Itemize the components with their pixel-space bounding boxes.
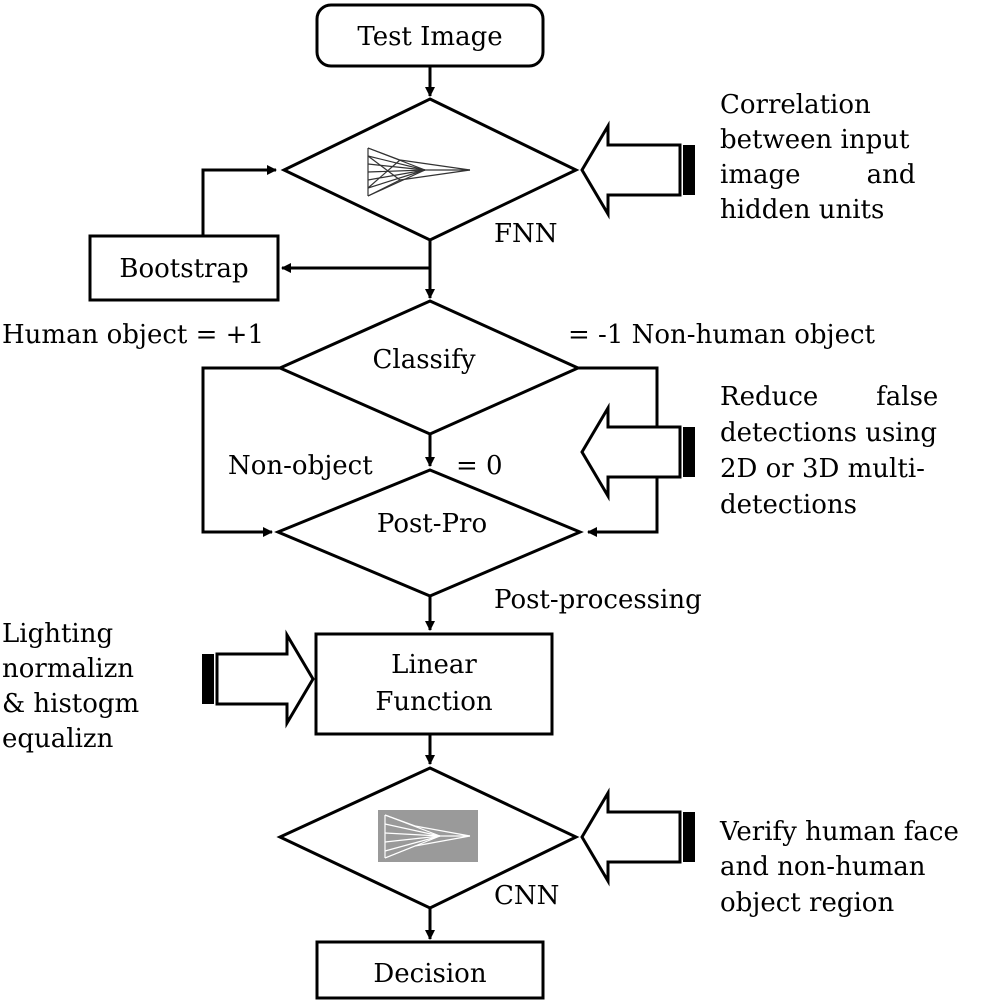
svg-text:hidden units: hidden units (720, 195, 884, 225)
reduce-block-arrow (580, 402, 695, 502)
verify-block-arrow (580, 787, 695, 887)
svg-text:Reduce false: Reduce false (720, 382, 938, 412)
human-object-path (201, 366, 280, 537)
lighting-block-arrow (202, 629, 315, 729)
svg-text:between input: between input (720, 125, 910, 155)
verify-annotation: Verify human face and non-human object r… (719, 817, 959, 918)
svg-text:Correlation: Correlation (720, 90, 871, 120)
svg-text:normalizn: normalizn (2, 654, 134, 684)
cnn-network-icon (378, 810, 478, 862)
cnn-label: CNN (494, 881, 559, 911)
decision-label: Decision (373, 959, 486, 989)
test-image-label: Test Image (357, 22, 502, 52)
svg-text:& histogm: & histogm (2, 689, 139, 719)
svg-text:and non-human: and non-human (720, 852, 926, 882)
svg-text:image and: image and (720, 160, 916, 190)
linear-function-box (314, 632, 554, 736)
post-pro-label: Post-Pro (377, 509, 487, 539)
decision-box (315, 940, 545, 1000)
bootstrap-feedback-line (201, 165, 277, 236)
svg-text:detections: detections (720, 490, 857, 520)
non-human-object-label: = -1 Non-human object (568, 320, 876, 350)
correlation-block-arrow (580, 120, 695, 220)
lighting-annotation: Lighting normalizn & histogm equalizn (2, 619, 139, 754)
equals-zero-label: = 0 (456, 451, 503, 481)
svg-text:Verify human face: Verify human face (719, 817, 959, 847)
fnn-label: FNN (494, 219, 558, 249)
non-object-label: Non-object (228, 451, 373, 481)
post-processing-label: Post-processing (494, 585, 702, 615)
fnn-network-icon (367, 147, 471, 197)
correlation-annotation: Correlation between input image and hidd… (720, 90, 916, 225)
linear-function-line1: Linear (391, 650, 477, 680)
classify-label: Classify (372, 345, 475, 375)
svg-text:Lighting: Lighting (2, 619, 113, 649)
svg-text:detections using: detections using (720, 418, 937, 448)
linear-function-line2: Function (375, 687, 493, 717)
human-object-label: Human object = +1 (2, 320, 264, 350)
reduce-annotation: Reduce false detections using 2D or 3D m… (720, 382, 938, 520)
bootstrap-box (88, 234, 280, 302)
bootstrap-label: Bootstrap (119, 254, 248, 284)
svg-text:equalizn: equalizn (2, 724, 114, 754)
svg-text:object region: object region (720, 888, 894, 918)
svg-text:2D or 3D multi-: 2D or 3D multi- (720, 454, 925, 484)
